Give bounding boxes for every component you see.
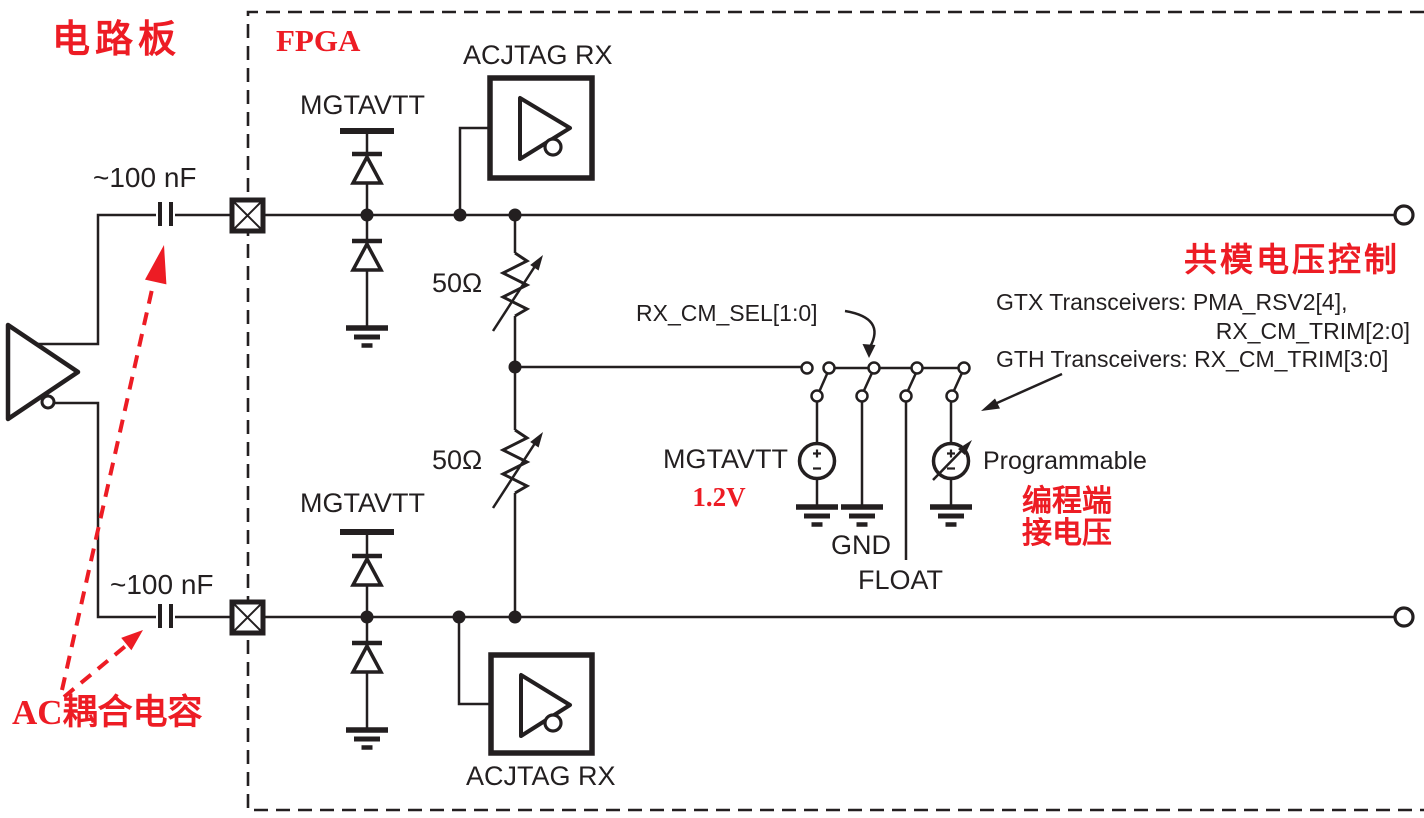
cm-control-title: 共模电压控制 (1184, 243, 1400, 279)
float-label: FLOAT (858, 565, 944, 595)
pad-top-icon (229, 197, 266, 234)
cm-select-switches-icon (800, 361, 971, 403)
ac-capacitor-top-icon (158, 202, 173, 226)
fpga-label: FPGA (276, 23, 361, 58)
transceiver-attributes: GTX Transceivers: PMA_RSV2[4], RX_CM_TRI… (996, 288, 1410, 374)
programmable-source-icon (931, 440, 972, 481)
transceiver-callout-arrow-icon (981, 372, 1063, 411)
variable-resistor-icon (491, 428, 543, 509)
gnd-label: GND (831, 530, 891, 560)
acjtag-rx-bottom-icon (488, 652, 595, 756)
junction-dots (360, 208, 522, 624)
mgtavtt-bottom-label: MGTAVTT (300, 488, 425, 518)
acjtag-rx-bottom-label: ACJTAG RX (466, 761, 616, 791)
diode-icon (350, 553, 384, 587)
tx-driver-icon (5, 322, 81, 422)
ac-coupling-note: AC耦合电容 (12, 693, 203, 732)
acjtag-rx-top-icon (487, 75, 595, 181)
diode-icon (350, 640, 384, 674)
mgtavtt-top-label: MGTAVTT (300, 90, 425, 120)
programmable-note-line2: 接电压 (1022, 517, 1112, 550)
acjtag-rx-top-label: ACJTAG RX (463, 40, 613, 70)
termination-top-label: 50Ω (432, 268, 483, 298)
terminal-bottom-icon (1393, 606, 1415, 628)
select-callout-arrow-icon (844, 309, 876, 358)
ground-icon (841, 504, 883, 527)
termination-bottom-label: 50Ω (432, 445, 483, 475)
pad-bottom-icon (229, 599, 266, 636)
rx-cm-sel-label: RX_CM_SEL[1:0] (636, 300, 818, 326)
gtx-transceivers-line1: GTX Transceivers: PMA_RSV2[4], (996, 289, 1348, 315)
ground-icon (346, 325, 388, 348)
diode-icon (350, 151, 384, 185)
source-mgtavtt-label: MGTAVTT (663, 444, 788, 474)
gth-transceivers-line: GTH Transceivers: RX_CM_TRIM[3:0] (996, 346, 1389, 372)
ac-capacitor-bottom-icon (158, 604, 173, 628)
ground-icon (346, 727, 388, 750)
diode-icon (350, 238, 384, 272)
board-label: 电路板 (52, 19, 182, 61)
voltage-source-icon (797, 441, 837, 481)
terminal-top-icon (1393, 204, 1415, 226)
cap-value-bottom-label: ~100 nF (110, 569, 214, 600)
cap-value-top-label: ~100 nF (93, 162, 197, 193)
variable-resistor-icon (491, 251, 543, 332)
ac-cap-annotation-arrows-icon (60, 245, 167, 699)
wires (36, 126, 1395, 728)
programmable-label: Programmable (983, 447, 1147, 475)
ground-icon (930, 504, 972, 527)
ground-icon (796, 504, 838, 527)
gtx-transceivers-line2: RX_CM_TRIM[2:0] (1215, 317, 1410, 344)
source-voltage-label: 1.2V (692, 482, 746, 512)
programmable-note-line1: 编程端 (1022, 485, 1112, 518)
fpga-boundary (246, 10, 1424, 812)
